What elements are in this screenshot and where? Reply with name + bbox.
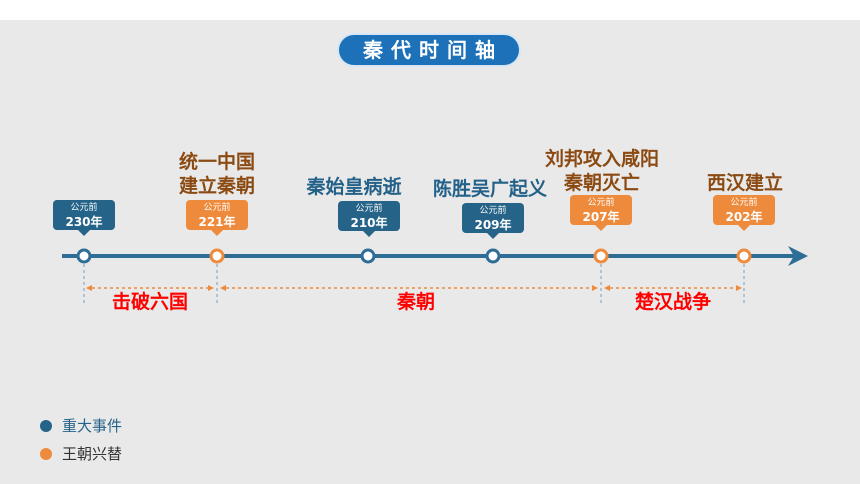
period-bracket-end-arrow-0: [208, 285, 214, 291]
year-badge-209: 公元前 209年: [462, 203, 524, 239]
year-badge-prefix: 公元前: [70, 203, 98, 213]
year-badge-prefix: 公元前: [730, 198, 758, 208]
year-badge-230: 公元前 230年: [53, 200, 115, 236]
year-badge-prefix: 公元前: [355, 204, 383, 214]
year-badge-202: 公元前 202年: [713, 195, 775, 231]
year-badge-221: 公元前 221年: [186, 200, 248, 236]
event-caption-221: 统一中国 建立秦朝: [178, 151, 256, 197]
year-badge-prefix: 公元前: [203, 203, 231, 213]
period-label-unification-wars: 击破六国: [107, 290, 193, 314]
year-badge-year: 210年: [350, 216, 388, 230]
timeline-marker-2: [360, 248, 376, 264]
period-label-qin-dynasty: 秦朝: [392, 290, 440, 314]
year-badge-year: 230年: [65, 215, 103, 229]
year-badge-207: 公元前 207年: [570, 195, 632, 231]
timeline-marker-1: [209, 248, 225, 264]
year-badge-year: 221年: [198, 215, 236, 229]
period-bracket-end-arrow-2: [736, 285, 742, 291]
period-bracket-start-arrow-1: [220, 285, 226, 291]
legend-dot-dynasty: [40, 448, 52, 460]
period-label-chu-han-contention: 楚汉战争: [630, 290, 716, 314]
year-badge-year: 207年: [582, 210, 620, 224]
year-badge-210: 公元前 210年: [338, 201, 400, 237]
timeline-title: 秦代时间轴: [339, 35, 519, 65]
timeline-marker-5: [736, 248, 752, 264]
legend-label-dynasty: 王朝兴替: [62, 445, 123, 463]
event-caption-210: 秦始皇病逝: [306, 176, 402, 198]
legend-dot-major: [40, 420, 52, 432]
timeline-marker-4: [593, 248, 609, 264]
timeline-marker-3: [485, 248, 501, 264]
period-bracket-start-arrow-2: [604, 285, 610, 291]
timeline-arrow-head: [788, 246, 808, 266]
year-badge-prefix: 公元前: [479, 206, 507, 216]
year-badge-year: 202年: [725, 210, 763, 224]
year-badge-prefix: 公元前: [587, 198, 615, 208]
event-caption-207: 刘邦攻入咸阳 秦朝灭亡: [544, 148, 660, 194]
year-badge-year: 209年: [474, 218, 512, 232]
period-bracket-end-arrow-1: [592, 285, 598, 291]
timeline-marker-0: [76, 248, 92, 264]
legend-label-major: 重大事件: [62, 417, 123, 435]
top-bar: [0, 0, 860, 20]
period-bracket-start-arrow-0: [86, 285, 92, 291]
event-caption-209: 陈胜吴广起义: [432, 178, 548, 200]
event-caption-202: 西汉建立: [706, 172, 784, 194]
